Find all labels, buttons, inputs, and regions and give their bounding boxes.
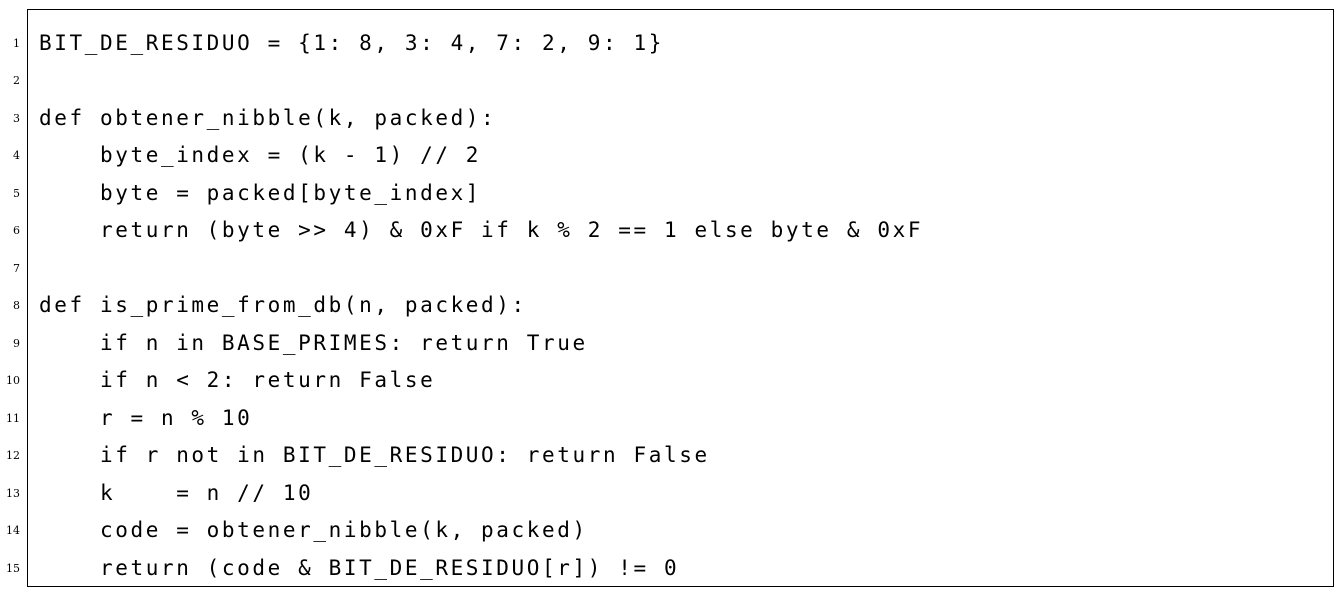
code-line-8: 8 def is_prime_from_db(n, packed): [13,287,1328,324]
line-number: 4 [13,149,20,162]
code-line-10: 10 if n < 2: return False [6,362,1328,399]
line-text: def obtener_nibble(k, packed): [39,106,497,130]
line-number: 6 [13,224,20,237]
code-line-11: 11 r = n % 10 [6,400,1328,437]
line-number: 3 [13,112,20,125]
line-number: 10 [6,374,20,387]
line-number: 1 [13,37,20,50]
line-text: code = obtener_nibble(k, packed) [39,518,588,542]
line-text: return (code & BIT_DE_RESIDUO[r]) != 0 [39,556,680,580]
line-number: 15 [6,562,20,575]
code-line-14: 14 code = obtener_nibble(k, packed) [6,512,1328,549]
line-text: return (byte >> 4) & 0xF if k % 2 == 1 e… [39,218,924,242]
line-number: 9 [13,337,20,350]
code-line-9: 9 if n in BASE_PRIMES: return True [13,325,1328,362]
line-number: 2 [13,74,20,87]
code-line-6: 6 return (byte >> 4) & 0xF if k % 2 == 1… [13,212,1328,249]
line-number: 7 [13,262,20,275]
code-line-7: 7 [13,250,1328,287]
code-line-13: 13 k = n // 10 [6,475,1328,512]
line-number: 14 [6,524,20,537]
code-line-2: 2 [13,62,1328,99]
line-text: if n in BASE_PRIMES: return True [39,331,588,355]
line-text: r = n % 10 [39,406,253,430]
line-text: byte = packed[byte_index] [39,181,482,205]
line-number: 12 [6,449,20,462]
line-text: byte_index = (k - 1) // 2 [39,143,482,167]
line-text: if r not in BIT_DE_RESIDUO: return False [39,443,710,467]
line-number: 5 [13,187,20,200]
code-line-12: 12 if r not in BIT_DE_RESIDUO: return Fa… [6,437,1328,474]
line-text: k = n // 10 [39,481,314,505]
line-text: BIT_DE_RESIDUO = {1: 8, 3: 4, 7: 2, 9: 1… [39,31,664,55]
line-text: def is_prime_from_db(n, packed): [39,293,527,317]
code-line-3: 3 def obtener_nibble(k, packed): [13,100,1328,137]
line-text: if n < 2: return False [39,368,436,392]
code-line-5: 5 byte = packed[byte_index] [13,175,1328,212]
line-number: 13 [6,487,20,500]
code-line-4: 4 byte_index = (k - 1) // 2 [13,137,1328,174]
line-number: 11 [6,412,20,425]
code-line-15: 15 return (code & BIT_DE_RESIDUO[r]) != … [6,550,1328,587]
code-line-1: 1 BIT_DE_RESIDUO = {1: 8, 3: 4, 7: 2, 9:… [13,25,1328,62]
line-number: 8 [13,299,20,312]
code-listing: 1 BIT_DE_RESIDUO = {1: 8, 3: 4, 7: 2, 9:… [6,9,1334,587]
